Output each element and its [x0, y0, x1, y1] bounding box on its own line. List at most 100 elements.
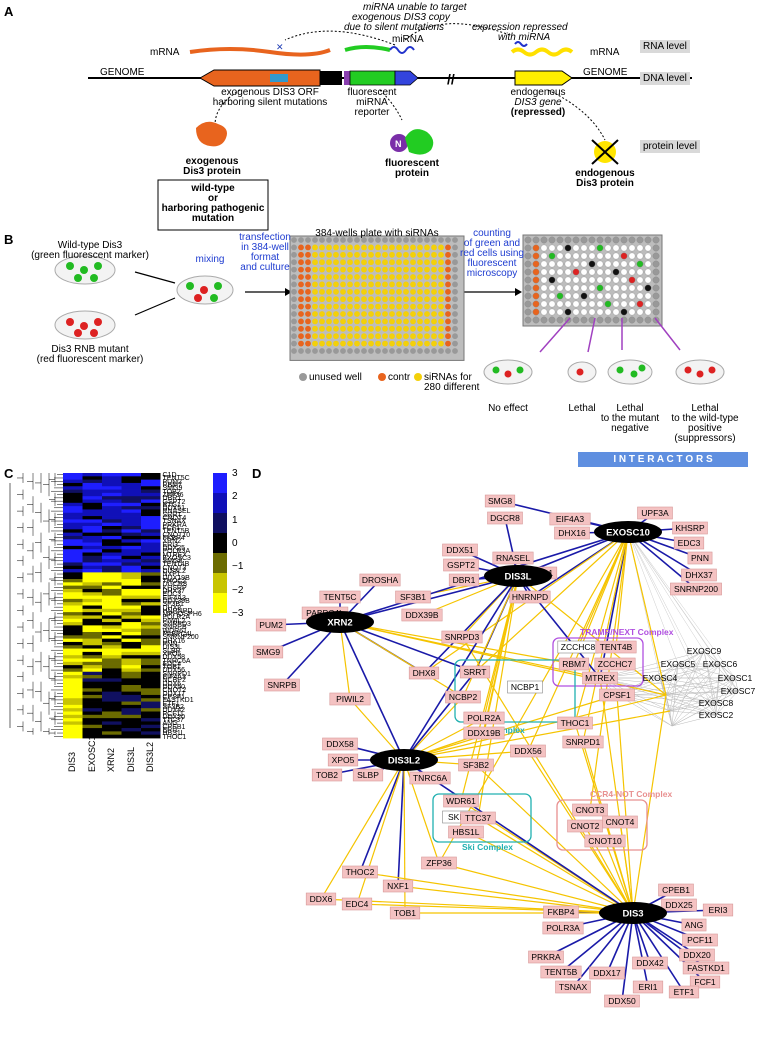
exosome-label: EXOSC7	[721, 686, 756, 696]
heatmap-cell	[82, 708, 102, 712]
heatmap-cell	[63, 585, 83, 590]
heatmap-cell	[121, 552, 141, 557]
heatmap-cell	[141, 641, 161, 646]
heatmap-gene-label: CNOT4	[162, 515, 187, 523]
heatmap-cell	[102, 724, 122, 729]
heatmap-cell	[102, 496, 122, 500]
heatmap-cell	[82, 532, 102, 537]
network-node: PRKRA	[528, 950, 564, 964]
heatmap-cell	[63, 608, 83, 613]
heatmap-cell	[82, 476, 102, 481]
mixing-label: mixing	[195, 254, 225, 265]
outcome-lethal-wt-4: (suppressors)	[674, 433, 736, 444]
heatmap-cell	[102, 651, 122, 656]
heatmap-cell	[141, 698, 161, 702]
heatmap-cell	[63, 595, 83, 600]
network-node: CNOT10	[584, 834, 626, 848]
heatmap-cell	[63, 655, 83, 659]
heatmap-cell	[63, 685, 83, 689]
heatmap-cell	[121, 645, 141, 649]
heatmap-cell	[102, 539, 122, 543]
heatmap-cell	[82, 479, 102, 484]
heatmap-cell	[121, 509, 141, 514]
heatmap-gene-label: SNRPD1	[162, 670, 191, 678]
svg-text:CNOT3: CNOT3	[576, 805, 605, 815]
heatmap-cell	[82, 618, 102, 623]
svg-text:DROSHA: DROSHA	[362, 575, 399, 585]
svg-text:SF3B2: SF3B2	[463, 760, 489, 770]
heatmap-gene-label: DBR1	[162, 495, 182, 503]
svg-text:CNOT2: CNOT2	[571, 821, 600, 831]
heatmap-cell	[63, 482, 83, 487]
heatmap-cell	[102, 602, 122, 606]
network-node: CNOT4	[602, 815, 638, 829]
heatmap-cell	[82, 648, 102, 653]
heatmap-cell	[82, 542, 102, 547]
heatmap-cell	[141, 688, 161, 693]
reporter-label-3: reporter	[354, 107, 390, 118]
heatmap-cell	[63, 638, 83, 643]
heatmap-gene-label: SNRNP200	[162, 634, 199, 642]
network-node: DDX42	[632, 956, 668, 970]
heatmap-cell	[121, 628, 141, 633]
heatmap-cell	[121, 549, 141, 553]
network-node: TSNAX	[555, 980, 591, 994]
svg-text:SRRT: SRRT	[464, 667, 487, 677]
heatmap-cell	[63, 724, 83, 729]
heatmap-cell	[102, 555, 122, 560]
svg-text:TENT5C: TENT5C	[323, 592, 356, 602]
heatmap-cell	[102, 721, 122, 726]
heatmap-cell	[121, 529, 141, 534]
svg-text:ANG: ANG	[685, 920, 703, 930]
heatmap-gene-label: SLBP	[162, 647, 181, 655]
network-node: DDX56	[510, 744, 546, 758]
svg-text:DIS3L2: DIS3L2	[388, 756, 420, 767]
heatmap-cell	[63, 535, 83, 540]
heatmap-cell	[102, 668, 122, 673]
exosome-label: EXOSC8	[699, 698, 734, 708]
network-node: PIWIL2	[329, 692, 371, 706]
network-node: ERI1	[632, 980, 664, 994]
svg-text:EDC3: EDC3	[678, 538, 701, 548]
heatmap-cell	[141, 694, 161, 699]
heatmap-gene-label: DHX37	[162, 587, 186, 595]
heatmap-cell	[63, 691, 83, 696]
mrna-right-label: mRNA	[590, 47, 620, 58]
heatmap-gene-label: SF3B1	[162, 601, 184, 609]
heatmap-cell	[82, 645, 102, 649]
svg-text:EXOSC10: EXOSC10	[606, 528, 650, 539]
heatmap-cell	[102, 661, 122, 666]
heatmap-cell	[82, 569, 102, 573]
heatmap-gene-label: ERI3	[162, 541, 179, 549]
heatmap-cell	[82, 675, 102, 679]
heatmap-cell	[121, 565, 141, 570]
exo-orf-label-2: harboring silent mutations	[212, 97, 328, 108]
heatmap-cell	[102, 678, 122, 683]
heatmap-cell	[63, 552, 83, 557]
heatmap-cell	[63, 519, 83, 524]
heatmap-cell	[121, 622, 141, 626]
heatmap-cell	[121, 526, 141, 530]
svg-text:PUM2: PUM2	[259, 620, 283, 630]
network-node: THOC2	[342, 865, 378, 879]
network-node: DHX16	[554, 526, 590, 540]
complex-tramp-next	[552, 637, 644, 687]
heatmap-cell	[82, 671, 102, 676]
heatmap-cell	[141, 529, 161, 534]
heatmap-cell	[102, 492, 122, 497]
heatmap-cell	[121, 608, 141, 613]
heatmap-cell	[63, 592, 83, 596]
svg-text:DDX39B: DDX39B	[405, 610, 438, 620]
heatmap-cell	[82, 579, 102, 583]
heatmap-cell	[141, 595, 161, 600]
heatmap-cell	[141, 605, 161, 610]
network-node: THOC1	[557, 716, 593, 730]
fluor-protein-icon	[390, 134, 408, 152]
heatmap-cell	[63, 506, 83, 510]
heatmap-gene-label: DDX51	[162, 505, 186, 513]
panel-label-d: D	[252, 466, 262, 481]
heatmap-cell	[102, 728, 122, 732]
heatmap-cell	[121, 595, 141, 600]
heatmap-gene-label: PCF11	[162, 710, 184, 718]
heatmap-cell	[141, 496, 161, 500]
